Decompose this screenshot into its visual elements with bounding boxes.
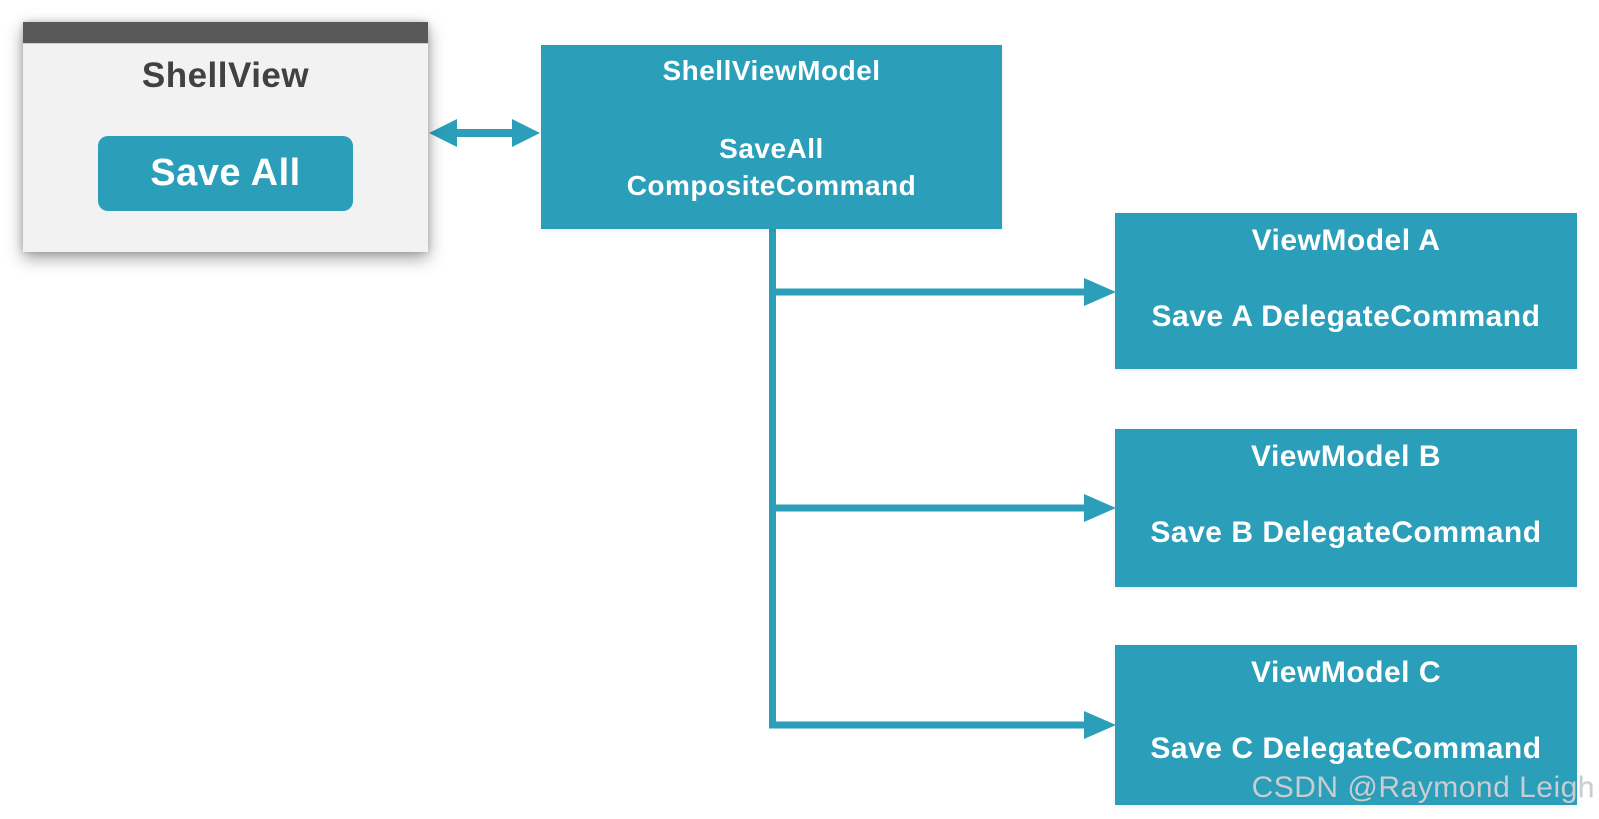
arrow-to-viewmodel-b xyxy=(769,494,1116,522)
viewmodel-a-title: ViewModel A xyxy=(1251,224,1441,257)
viewmodel-c-node: ViewModel C Save C DelegateCommand xyxy=(1115,645,1577,805)
watermark-text: CSDN @Raymond Leigh xyxy=(1251,771,1595,804)
trunk-line xyxy=(769,221,776,729)
shellview-window: ShellView Save All xyxy=(23,22,428,252)
shellview-body: ShellView Save All xyxy=(23,44,428,211)
viewmodel-c-command: Save C DelegateCommand xyxy=(1150,732,1542,765)
save-all-button[interactable]: Save All xyxy=(98,136,353,211)
shellviewmodel-node: ShellViewModel SaveAll CompositeCommand xyxy=(541,45,1002,229)
shellviewmodel-title: ShellViewModel xyxy=(662,55,881,86)
viewmodel-c-title: ViewModel C xyxy=(1251,656,1441,689)
viewmodel-b-node: ViewModel B Save B DelegateCommand xyxy=(1115,429,1577,587)
viewmodel-a-node: ViewModel A Save A DelegateCommand xyxy=(1115,213,1577,369)
arrow-to-viewmodel-a xyxy=(769,278,1116,306)
viewmodel-b-command: Save B DelegateCommand xyxy=(1150,516,1542,549)
shellviewmodel-command: SaveAll CompositeCommand xyxy=(541,130,1002,204)
viewmodel-a-command: Save A DelegateCommand xyxy=(1151,300,1541,333)
bidirectional-arrow xyxy=(429,119,540,147)
shellviewmodel-command-line2: CompositeCommand xyxy=(626,170,917,201)
arrow-to-viewmodel-c xyxy=(769,711,1116,739)
shellview-title: ShellView xyxy=(141,56,310,95)
shellview-titlebar xyxy=(23,22,428,44)
viewmodel-b-title: ViewModel B xyxy=(1251,440,1441,473)
shellviewmodel-command-line1: SaveAll xyxy=(719,133,824,164)
